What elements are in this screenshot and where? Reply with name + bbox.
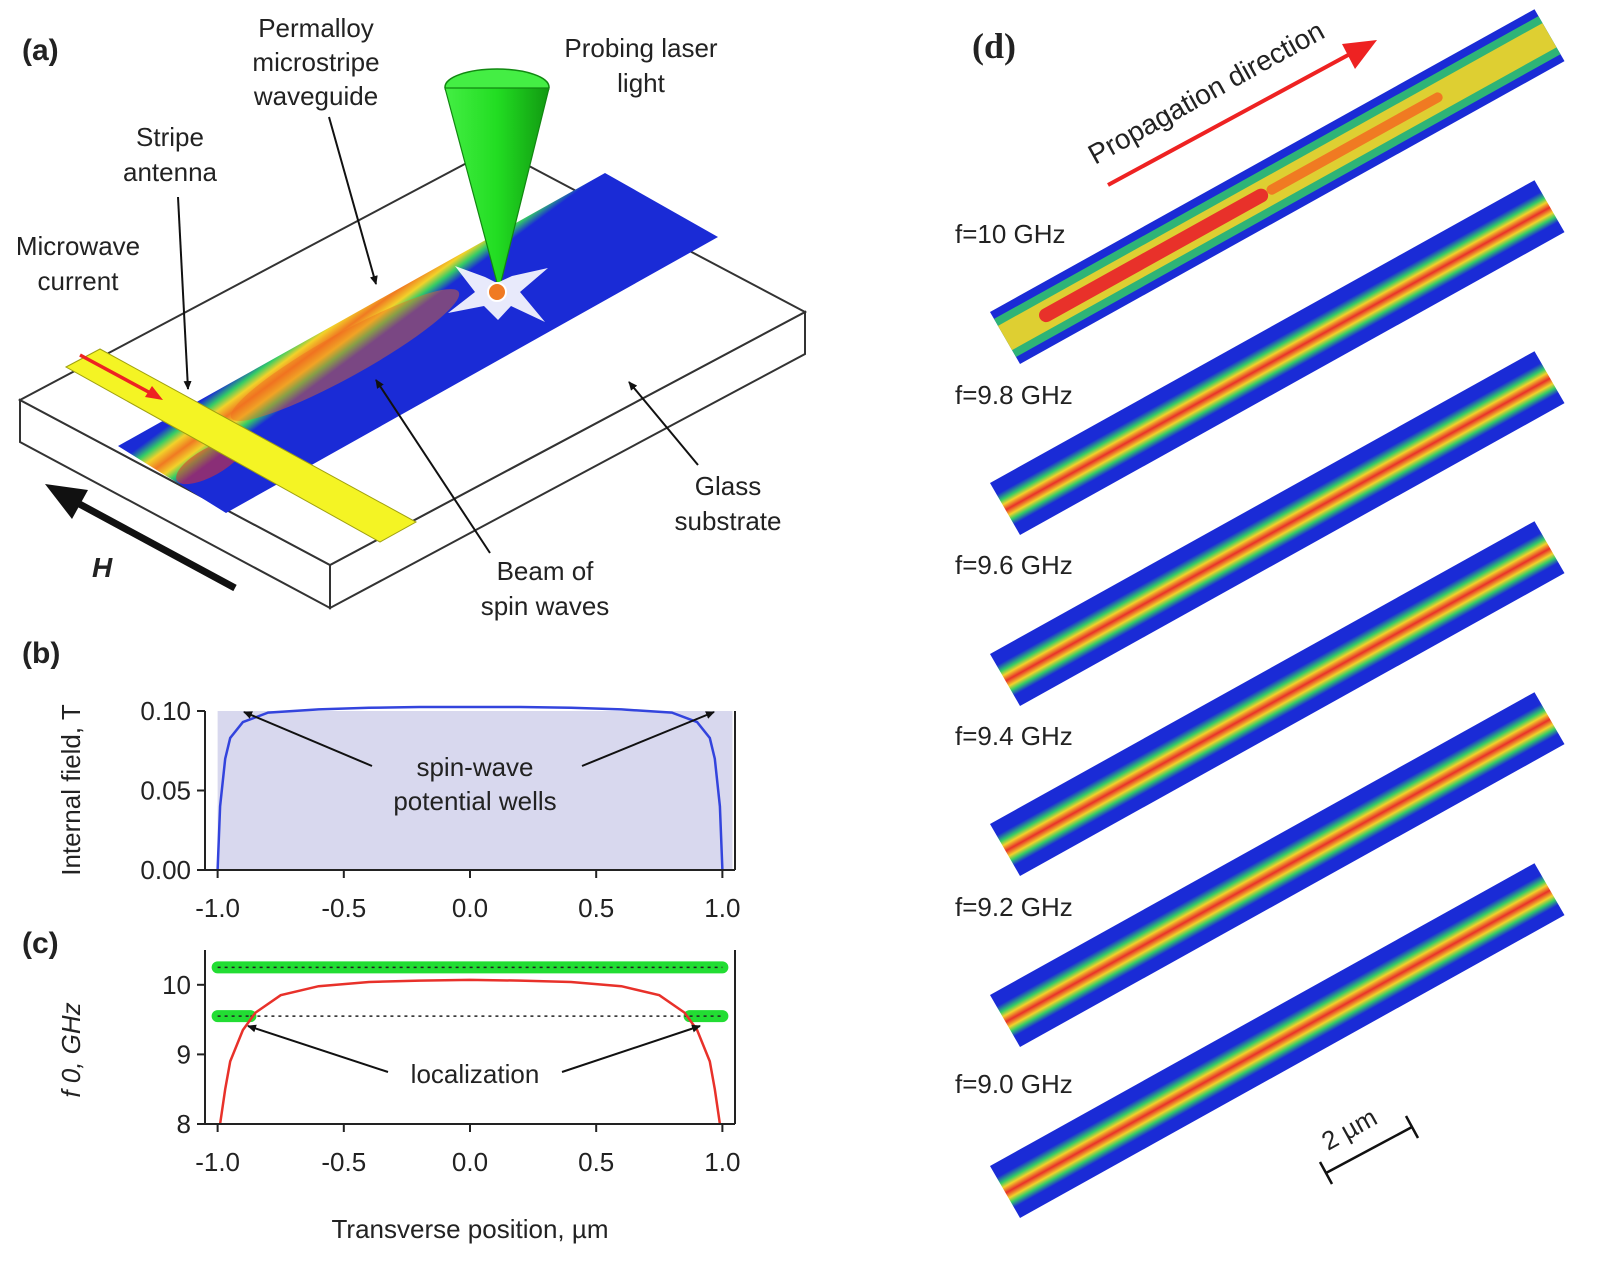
callout-beam-arrow — [375, 379, 491, 554]
callout-antenna-line1: Stripe — [136, 122, 204, 152]
scale-bar-tick-right — [1404, 1115, 1420, 1139]
x-tick-label-1: -0.5 — [321, 893, 366, 923]
panel-b-label: (b) — [22, 637, 60, 670]
x-tick-label-4: 1.0 — [704, 893, 740, 923]
x-tick-label-1: -0.5 — [321, 1147, 366, 1177]
callout-wells-line1: spin-wave — [416, 752, 533, 782]
callout-antenna-arrow — [177, 196, 192, 390]
callout-microwave: Microwave current — [16, 231, 140, 296]
x-tick-label-2: 0.0 — [452, 1147, 488, 1177]
callout-wells-line2: potential wells — [393, 786, 556, 816]
freq-label-9-0: f=9.0 GHz — [955, 1069, 1073, 1099]
panel-a: (a) H Permalloy microstripe waveguide P — [16, 13, 808, 621]
strip-9-0ghz — [990, 863, 1565, 1218]
strip-9-6ghz — [990, 351, 1565, 706]
laser-focus — [487, 282, 507, 302]
callout-permalloy-line3: waveguide — [253, 81, 378, 111]
x-tick-label-3: 0.5 — [578, 1147, 614, 1177]
scale-bar-line — [1325, 1125, 1413, 1175]
callout-laser: Probing laser light — [564, 33, 718, 98]
panel-b-ylabel: Internal field, T — [56, 704, 86, 876]
field-label: H — [92, 552, 113, 583]
callout-beam-line1: Beam of — [497, 556, 595, 586]
callout-localization-arrow-right — [561, 1024, 701, 1073]
callout-laser-line2: light — [617, 68, 665, 98]
scale-bar: 2 µm — [1316, 1102, 1420, 1185]
series-line-0 — [218, 978, 722, 1125]
panel-a-label: (a) — [22, 34, 59, 67]
y-tick-label-0: 0.00 — [140, 855, 191, 885]
panel-b: (b) Internal field, T 0.00 0.05 0.10 -1.0 -0… — [22, 637, 740, 923]
callout-localization: localization — [411, 1059, 540, 1089]
probing-laser-cone — [444, 87, 550, 291]
strip-10ghz — [990, 9, 1565, 364]
series-line-0 — [216, 705, 724, 871]
freq-label-9-4: f=9.4 GHz — [955, 721, 1073, 751]
scale-bar-tick-left — [1318, 1161, 1334, 1185]
frequency-profile-chart: 8 9 10 -1.0 -0.5 0.0 0.5 1.0 — [162, 950, 740, 1177]
callout-localization-arrow-left — [247, 1024, 389, 1073]
callout-glass: Glass substrate — [628, 381, 782, 536]
propagation-arrow — [1107, 52, 1351, 187]
x-tick-label-0: -1.0 — [195, 1147, 240, 1177]
y-tick-label-0: 8 — [177, 1109, 191, 1139]
strip-9-4ghz — [990, 521, 1565, 876]
panel-c: (c) f 0, GHz 8 9 10 -1.0 -0.5 0.0 0.5 1.0 local… — [22, 927, 740, 1244]
freq-label-9-8: f=9.8 GHz — [955, 380, 1073, 410]
callout-beam: Beam of spin waves — [375, 379, 610, 621]
callout-glass-arrow — [628, 381, 699, 466]
y-tick-label-2: 10 — [162, 970, 191, 1000]
callout-laser-line1: Probing laser — [564, 33, 718, 63]
y-tick-label-1: 0.05 — [140, 776, 191, 806]
panel-c-label: (c) — [22, 927, 59, 960]
beam-hotspot — [230, 289, 460, 421]
panel-d: (d) Propagation direction — [955, 9, 1565, 1218]
callout-beam-line2: spin waves — [481, 591, 610, 621]
callout-glass-line1: Glass — [695, 471, 761, 501]
callout-microwave-line1: Microwave — [16, 231, 140, 261]
x-tick-label-3: 0.5 — [578, 893, 614, 923]
callout-antenna: Stripe antenna — [123, 122, 218, 390]
x-tick-label-0: -1.0 — [195, 893, 240, 923]
callout-permalloy-line2: microstripe — [252, 47, 379, 77]
microwave-current-arrow — [79, 353, 157, 398]
callout-wells: spin-wave potential wells — [243, 711, 715, 816]
callout-glass-line2: substrate — [675, 506, 782, 536]
permalloy-waveguide — [118, 173, 718, 513]
x-tick-label-2: 0.0 — [452, 893, 488, 923]
y-tick-label-1: 9 — [177, 1039, 191, 1069]
callout-antenna-line2: antenna — [123, 157, 218, 187]
propagation-arrowhead — [1342, 40, 1377, 69]
callout-microwave-line2: current — [38, 266, 120, 296]
panel-c-ylabel: f 0, GHz — [56, 1002, 86, 1097]
panel-d-label: (d) — [972, 26, 1016, 66]
callout-permalloy-line1: Permalloy — [258, 13, 374, 43]
freq-label-9-2: f=9.2 GHz — [955, 892, 1073, 922]
y-tick-label-2: 0.10 — [140, 696, 191, 726]
strip-9-8ghz — [990, 180, 1565, 535]
callout-permalloy: Permalloy microstripe waveguide — [252, 13, 380, 285]
callout-wells-arrow-right — [581, 711, 715, 767]
strip-9-2ghz — [990, 692, 1565, 1047]
field-arrow — [70, 496, 237, 592]
freq-label-9-6: f=9.6 GHz — [955, 550, 1073, 580]
callout-permalloy-arrow — [328, 116, 378, 285]
panel-c-xlabel: Transverse position, µm — [332, 1214, 609, 1244]
field-arrowhead — [45, 484, 88, 519]
microwave-current-arrowhead — [145, 386, 163, 400]
callout-wells-arrow-left — [243, 711, 373, 767]
x-tick-label-4: 1.0 — [704, 1147, 740, 1177]
freq-label-10: f=10 GHz — [955, 219, 1066, 249]
